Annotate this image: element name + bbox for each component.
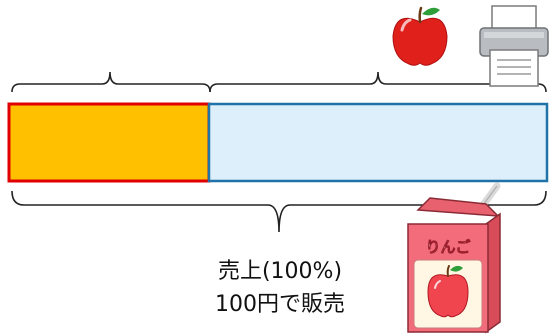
- remainder-segment: [207, 102, 549, 183]
- caption-sales-line: 売上(100%): [217, 259, 343, 284]
- top-brace-cost: [11, 71, 211, 93]
- printer-icon: [479, 5, 549, 87]
- top-brace-remainder: [209, 71, 547, 93]
- apple-juice-box-icon: りんご: [407, 182, 501, 334]
- bottom-brace-total: [11, 190, 547, 233]
- caption-price-line: 100円で販売: [215, 292, 345, 317]
- apple-icon: [392, 6, 448, 66]
- cost-segment: [7, 102, 211, 183]
- juice-box-label: りんご: [425, 238, 471, 256]
